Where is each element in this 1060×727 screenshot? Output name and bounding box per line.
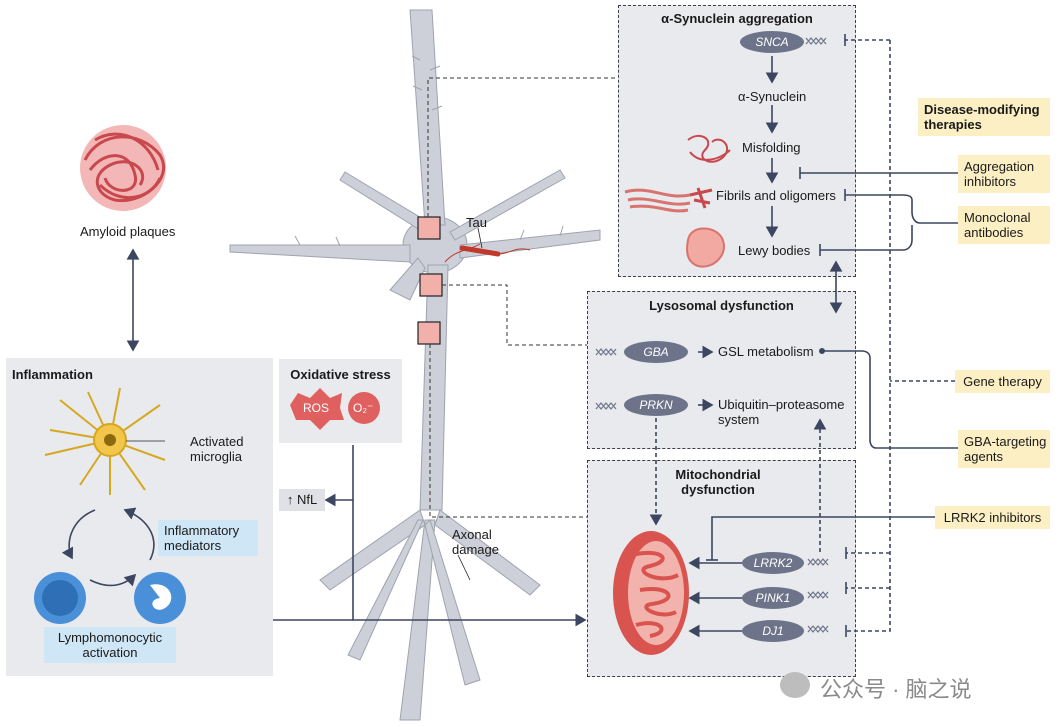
lympho-activation-box: Lymphomonocytic activation — [44, 627, 176, 663]
misfolded-protein-illustration — [687, 134, 731, 163]
amyloid-plaque-illustration — [80, 125, 166, 211]
ros-label: ROS — [303, 401, 330, 415]
gsl-metabolism-label: GSL metabolism — [718, 344, 814, 359]
mito-title: Mitochondrial dysfunction — [675, 467, 761, 497]
ups-label: Ubiquitin–proteasome system — [718, 397, 845, 427]
pink1-gene: PINK1 — [742, 587, 804, 609]
tau-label: Tau — [466, 215, 487, 230]
lrrk2-gene: LRRK2 — [742, 552, 804, 574]
amyloid-label: Amyloid plaques — [80, 224, 176, 239]
step-lewy-bodies: Lewy bodies — [738, 243, 811, 258]
synuclein-title: α-Synuclein aggregation — [661, 11, 813, 26]
lymphocyte-illustrations — [34, 572, 186, 624]
monoclonal-antibodies-box: Monoclonal antibodies — [958, 206, 1050, 244]
lysosomal-title: Lysosomal dysfunction — [649, 298, 794, 313]
fibrils-illustration — [624, 188, 691, 213]
gene-therapy-box: Gene therapy — [955, 370, 1050, 393]
snca-gene: SNCA — [740, 31, 804, 53]
inflammatory-mediators-box: Inflammatory mediators — [158, 520, 258, 556]
ros-burst — [290, 388, 344, 430]
superoxide-label: O₂⁻ — [353, 401, 374, 415]
aggregation-inhibitors-box: Aggregation inhibitors — [958, 155, 1050, 193]
prkn-gene: PRKN — [624, 394, 688, 416]
gba-gene: GBA — [624, 341, 688, 363]
wechat-icon — [780, 672, 810, 698]
neuron-illustration — [229, 9, 601, 721]
superoxide-circle — [348, 392, 380, 424]
microglia-label: Activated microglia — [190, 434, 244, 464]
synuclein-panel — [618, 5, 856, 277]
watermark: 公众号 · 脑之说 — [820, 677, 972, 702]
step-misfolding: Misfolding — [742, 140, 801, 155]
nfl-box: ↑ NfL — [279, 489, 325, 511]
lewy-body-illustration — [686, 227, 725, 268]
inflammation-title: Inflammation — [12, 367, 93, 382]
step-alpha-synuclein: α-Synuclein — [738, 89, 807, 104]
therapies-header: Disease-modifying therapies — [918, 98, 1050, 136]
lrrk2-inhibitors-box: LRRK2 inhibitors — [935, 506, 1050, 529]
axonal-damage-label: Axonal damage — [452, 527, 499, 557]
dj1-gene: DJ1 — [742, 620, 804, 642]
mitochondrion-illustration — [613, 531, 689, 655]
gba-targeting-box: GBA-targeting agents — [958, 430, 1050, 468]
dna-icons — [595, 37, 829, 633]
microglia-illustration — [44, 387, 166, 495]
lysosomal-panel — [587, 291, 856, 449]
step-fibrils: Fibrils and oligomers — [716, 188, 836, 203]
oxidative-title: Oxidative stress — [290, 367, 391, 382]
inflammation-panel — [6, 358, 273, 676]
